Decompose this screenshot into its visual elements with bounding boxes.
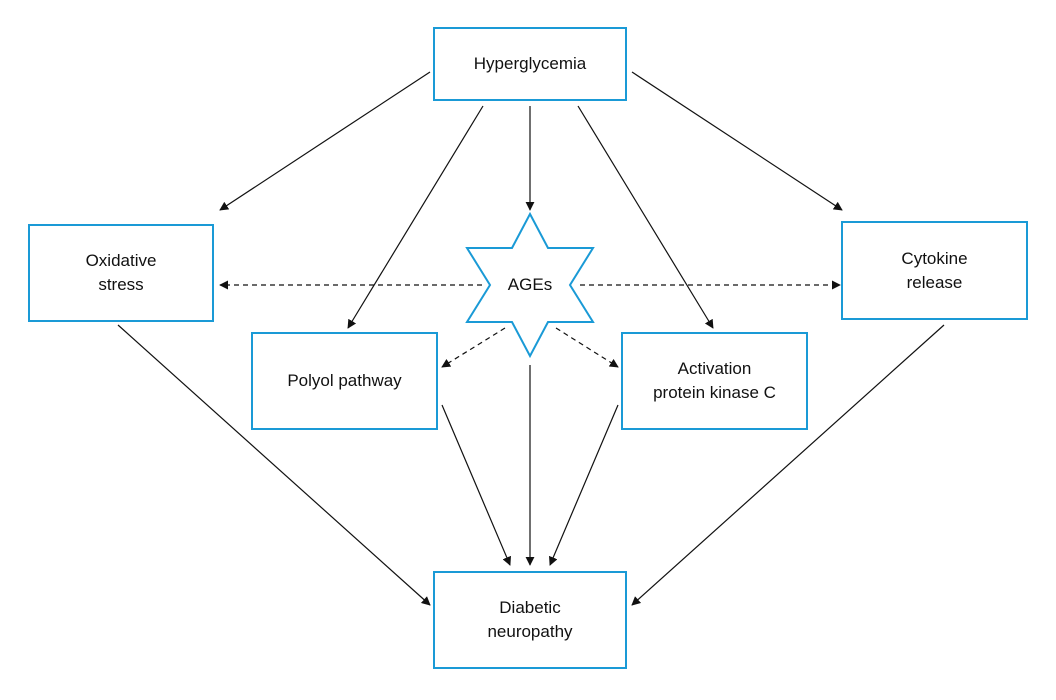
ages-star-shape <box>465 211 595 359</box>
node-oxidative-stress: Oxidative stress <box>28 224 214 322</box>
edge-ages-to-activation-pkc <box>555 327 619 368</box>
edge-hyperglycemia-to-polyol-pathway <box>347 105 484 329</box>
node-ages-label: AGEs <box>507 275 553 294</box>
node-activation-pkc: Activation protein kinase C <box>621 332 808 430</box>
edge-cytokine-release-to-neuropathy <box>631 324 945 606</box>
edge-polyol-pathway-to-neuropathy <box>441 404 511 566</box>
node-cytokine-release: Cytokine release <box>841 221 1028 320</box>
edge-hyperglycemia-to-cytokine-release <box>631 71 843 211</box>
edge-hyperglycemia-to-oxidative-stress <box>219 71 431 211</box>
node-hyperglycemia: Hyperglycemia <box>433 27 627 101</box>
edge-activation-pkc-to-neuropathy <box>549 404 619 566</box>
node-diabetic-neuropathy: Diabetic neuropathy <box>433 571 627 669</box>
node-polyol-pathway: Polyol pathway <box>251 332 438 430</box>
edge-hyperglycemia-to-activation-pkc <box>577 105 714 329</box>
edge-ages-to-polyol-pathway <box>441 327 506 368</box>
edge-oxidative-stress-to-neuropathy <box>117 324 431 606</box>
